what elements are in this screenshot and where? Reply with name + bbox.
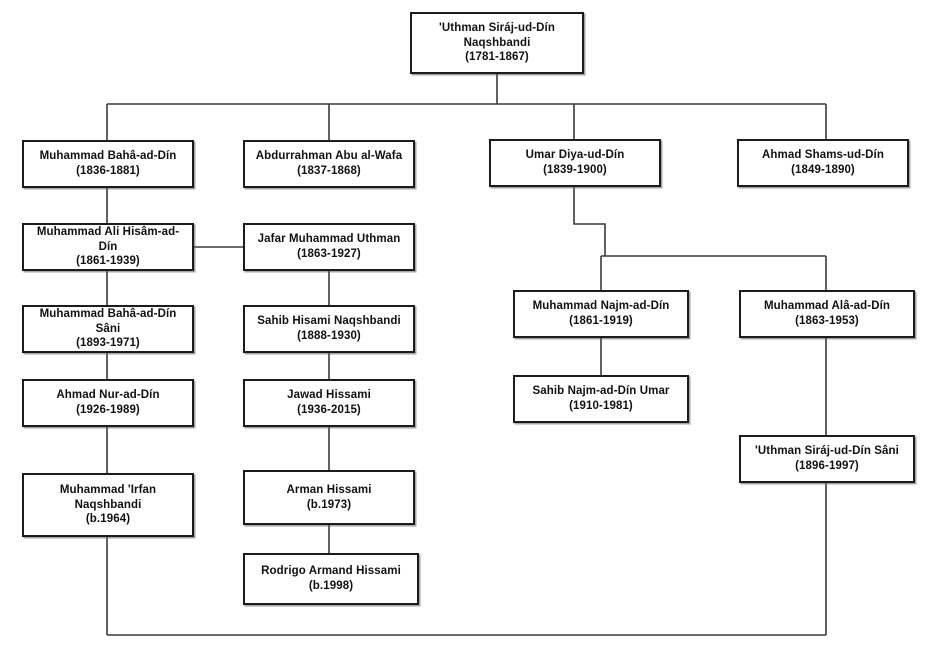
person-name: Muhammad Bahâ-ad-Dín bbox=[39, 150, 177, 163]
person-box-sahib-hisami-naqshbandi[interactable]: Sahib Hisami Naqshbandi (1888-1930) bbox=[243, 305, 415, 353]
person-dates: (b.1964) bbox=[85, 513, 131, 526]
person-box-muhammad-baha-ad-din[interactable]: Muhammad Bahâ-ad-Dín (1836-1881) bbox=[22, 140, 194, 188]
person-dates: (1863-1953) bbox=[795, 315, 859, 327]
person-dates: (1936-2015) bbox=[297, 404, 361, 416]
person-name: Muhammad Najm-ad-Dín bbox=[532, 300, 670, 313]
person-dates: (b.1973) bbox=[306, 498, 352, 511]
connector-umar-elbow bbox=[573, 187, 606, 256]
person-box-sahib-najm-ad-din-umar[interactable]: Sahib Najm-ad-Dín Umar (1910-1981) bbox=[513, 375, 689, 423]
person-name: Ahmad Nur-ad-Dín bbox=[56, 389, 160, 402]
person-dates: (b.1998) bbox=[308, 580, 354, 592]
person-box-rodrigo-armand-hissami[interactable]: Rodrigo Armand Hissami (b.1998) bbox=[243, 553, 419, 605]
person-box-muhammad-najm-ad-din[interactable]: Muhammad Najm-ad-Dín (1861-1919) bbox=[513, 290, 689, 338]
person-dates: (1836-1881) bbox=[76, 165, 140, 177]
person-name: Umar Diya-ud-Dín bbox=[525, 149, 625, 162]
person-name: Muhammad Bahâ-ad-Dín Sâni bbox=[39, 307, 177, 335]
person-box-jawad-hissami[interactable]: Jawad Hissami (1936-2015) bbox=[243, 379, 415, 427]
person-dates: (1781-1867) bbox=[465, 51, 529, 64]
person-box-umar-diya-ud-din[interactable]: Umar Diya-ud-Dín (1839-1900) bbox=[489, 139, 661, 187]
person-dates: (1910-1981) bbox=[569, 400, 633, 412]
person-name: Jawad Hissami bbox=[287, 389, 371, 402]
person-box-muhammad-ala-ad-din[interactable]: Muhammad Alâ-ad-Dín (1863-1953) bbox=[739, 290, 915, 338]
person-box-muhammad-ali-hisam-ad-din[interactable]: Muhammad Ali Hisâm-ad-Dín (1861-1939) bbox=[22, 223, 194, 271]
person-dates: (1861-1939) bbox=[76, 255, 140, 268]
person-box-abdurrahman-abu-al-wafa[interactable]: Abdurrahman Abu al-Wafa (1837-1868) bbox=[243, 140, 415, 188]
person-name: Ahmad Shams-ud-Dín bbox=[762, 149, 884, 162]
person-dates: (1863-1927) bbox=[297, 248, 361, 260]
person-dates: (1849-1890) bbox=[791, 164, 855, 176]
person-name: 'Uthman Siráj-ud-Dín Sâni bbox=[755, 445, 899, 458]
person-name: Rodrigo Armand Hissami bbox=[261, 565, 401, 578]
person-name: Muhammad 'Irfan bbox=[59, 483, 157, 496]
person-dates: (1837-1868) bbox=[297, 165, 361, 177]
person-name: Sahib Hisami Naqshbandi bbox=[257, 315, 401, 328]
person-dates: (1896-1997) bbox=[795, 460, 859, 472]
person-name: Abdurrahman Abu al-Wafa bbox=[255, 150, 403, 163]
person-name: Jafar Muhammad Uthman bbox=[257, 233, 401, 246]
person-dates: (1839-1900) bbox=[543, 164, 607, 176]
person-name-line2: Naqshbandi bbox=[74, 498, 142, 511]
person-box-jafar-muhammad-uthman[interactable]: Jafar Muhammad Uthman (1863-1927) bbox=[243, 223, 415, 271]
person-box-muhammad-baha-ad-din-sani[interactable]: Muhammad Bahâ-ad-Dín Sâni (1893-1971) bbox=[22, 305, 194, 353]
person-name: Arman Hissami bbox=[286, 483, 372, 496]
person-dates: (1888-1930) bbox=[297, 330, 361, 342]
person-dates: (1861-1919) bbox=[569, 315, 633, 327]
person-box-uthman-siraj-ud-din-sani[interactable]: 'Uthman Siráj-ud-Dín Sâni (1896-1997) bbox=[739, 435, 915, 483]
person-name: Muhammad Ali Hisâm-ad-Dín bbox=[36, 225, 180, 253]
person-dates: (1926-1989) bbox=[76, 404, 140, 416]
person-name: Muhammad Alâ-ad-Dín bbox=[763, 300, 891, 313]
person-name-line2: Naqshbandi bbox=[463, 36, 531, 49]
person-box-ahmad-shams-ud-din[interactable]: Ahmad Shams-ud-Dín (1849-1890) bbox=[737, 139, 909, 187]
person-name: Sahib Najm-ad-Dín Umar bbox=[532, 385, 670, 398]
person-box-ahmad-nur-ad-din[interactable]: Ahmad Nur-ad-Dín (1926-1989) bbox=[22, 379, 194, 427]
person-dates: (1893-1971) bbox=[76, 337, 140, 350]
person-name: 'Uthman Siráj-ud-Dín bbox=[439, 21, 555, 34]
person-box-arman-hissami[interactable]: Arman Hissami (b.1973) bbox=[243, 470, 415, 525]
